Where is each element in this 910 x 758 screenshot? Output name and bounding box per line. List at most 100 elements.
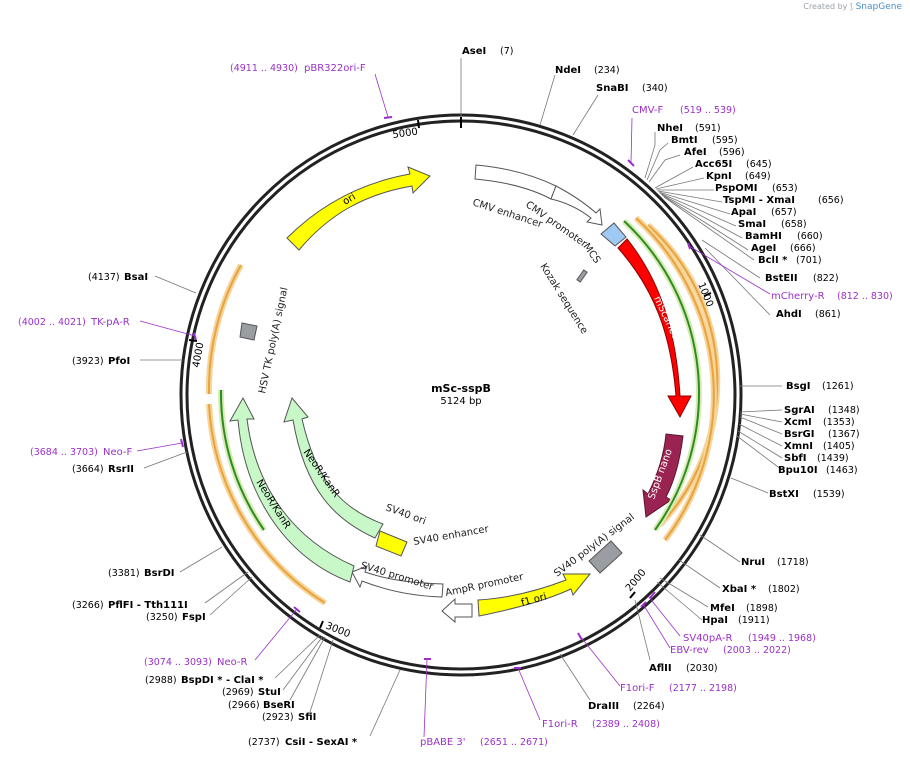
enzyme-bsaI: (4137) BsaI bbox=[88, 272, 148, 283]
sspb-feature bbox=[642, 433, 684, 518]
enzyme-bseRI: (2966)BseRI bbox=[228, 700, 295, 711]
svg-text:(3074 .. 3093): (3074 .. 3093) bbox=[144, 657, 212, 668]
svg-text:(1353): (1353) bbox=[823, 417, 855, 428]
enzyme-rsrII: (3664)RsrII bbox=[72, 464, 134, 475]
enzyme-ndeI: NdeI(234) bbox=[555, 65, 620, 76]
svg-text:BclI *: BclI * bbox=[758, 255, 788, 266]
enzyme-nheI: NheI(591) bbox=[657, 123, 721, 134]
f1-ori-feature bbox=[477, 573, 592, 617]
svg-text:(234): (234) bbox=[594, 65, 620, 76]
primer-sv40pa-r: SV40pA-R(1949 .. 1968) bbox=[683, 633, 816, 644]
svg-text:(812 .. 830): (812 .. 830) bbox=[837, 291, 893, 302]
snapgene-credit: Created by ⟆ SnapGene bbox=[803, 2, 902, 12]
svg-text:(2030): (2030) bbox=[686, 663, 718, 674]
ampr-promoter-feature bbox=[441, 597, 473, 624]
svg-text:AflII: AflII bbox=[649, 663, 672, 674]
scale-tick-5000: 5000 bbox=[392, 119, 420, 141]
svg-text:CMV-F: CMV-F bbox=[632, 105, 663, 116]
svg-text:pBR322ori-F: pBR322ori-F bbox=[304, 63, 366, 74]
svg-text:(822): (822) bbox=[813, 273, 839, 284]
svg-text:(2969): (2969) bbox=[222, 687, 254, 698]
ampr-promoter-label: AmpR promoter bbox=[444, 571, 525, 598]
svg-text:SnaBI: SnaBI bbox=[596, 83, 628, 94]
enzyme-bsrDI: (3381)BsrDI bbox=[108, 568, 175, 579]
enzyme-bstEII: BstEII(822) bbox=[765, 273, 839, 284]
svg-text:SbfI: SbfI bbox=[784, 453, 806, 464]
primer-f1ori-f: F1ori-F(2177 .. 2198) bbox=[620, 683, 737, 694]
svg-text:2000: 2000 bbox=[624, 567, 649, 594]
svg-text:XcmI: XcmI bbox=[784, 417, 812, 428]
enzyme-sgrAI: SgrAI(1348) bbox=[784, 405, 860, 416]
svg-text:BsaI: BsaI bbox=[124, 272, 148, 283]
svg-text:(3923): (3923) bbox=[72, 356, 104, 367]
svg-text:4000: 4000 bbox=[191, 342, 206, 369]
svg-text:(658): (658) bbox=[781, 219, 807, 230]
enzyme-stuI: (2969)StuI bbox=[222, 687, 281, 698]
enzyme-acc65I: Acc65I(645) bbox=[695, 159, 772, 170]
svg-text:(1405): (1405) bbox=[823, 441, 855, 452]
primer-labels: (4911 .. 4930) pBR322ori-F CMV-F(519 .. 5… bbox=[18, 63, 893, 748]
svg-text:PfoI: PfoI bbox=[108, 356, 130, 367]
kozak-feature bbox=[576, 269, 588, 283]
svg-text:RsrII: RsrII bbox=[108, 464, 134, 475]
svg-text:(1718): (1718) bbox=[777, 557, 809, 568]
primer-neo-r: (3074 .. 3093)Neo-R bbox=[144, 657, 248, 668]
svg-text:(3266): (3266) bbox=[72, 600, 104, 611]
svg-text:(4911 .. 4930): (4911 .. 4930) bbox=[230, 63, 298, 74]
svg-text:SfiI: SfiI bbox=[298, 712, 316, 723]
primer-pbr322ori-f: (4911 .. 4930) pBR322ori-F bbox=[230, 63, 366, 74]
mscarlet-feature bbox=[617, 238, 692, 419]
svg-text:BamHI: BamHI bbox=[745, 231, 782, 242]
svg-text:XmnI: XmnI bbox=[784, 441, 813, 452]
svg-text:FspI: FspI bbox=[182, 612, 206, 623]
mcs-label: MCS bbox=[581, 241, 603, 265]
svg-text:BsrDI: BsrDI bbox=[144, 568, 175, 579]
enzyme-ageI: AgeI(666) bbox=[751, 243, 816, 254]
enzyme-ahdI: AhdI(861) bbox=[776, 309, 841, 320]
plasmid-name: mSc-sspB bbox=[431, 382, 491, 395]
svg-text:BstXI: BstXI bbox=[769, 489, 799, 500]
neor-inner-feature bbox=[283, 396, 384, 539]
svg-text:ApaI: ApaI bbox=[731, 207, 756, 218]
enzyme-pfoI: (3923) PfoI bbox=[72, 356, 130, 367]
svg-text:PflFI - Tth111I: PflFI - Tth111I bbox=[108, 600, 188, 611]
svg-text:pBABE 3': pBABE 3' bbox=[420, 737, 466, 748]
svg-text:(701): (701) bbox=[796, 255, 822, 266]
enzyme-snabI: SnaBI(340) bbox=[596, 83, 668, 94]
svg-text:3000: 3000 bbox=[324, 621, 352, 641]
svg-text:EBV-rev: EBV-rev bbox=[670, 645, 709, 656]
enzyme-nruI: NruI(1718) bbox=[741, 557, 809, 568]
svg-text:(1367): (1367) bbox=[828, 429, 860, 440]
primer-pbabe-3: pBABE 3' (2651 .. 2671) bbox=[420, 737, 548, 748]
hsv-tk-label: HSV TK poly(A) signal bbox=[257, 286, 290, 394]
svg-text:(861): (861) bbox=[815, 309, 841, 320]
svg-text:(657): (657) bbox=[771, 207, 797, 218]
primer-cmv-f: CMV-F(519 .. 539) bbox=[632, 105, 736, 116]
enzyme-bclI: BclI * (701) bbox=[758, 255, 822, 266]
svg-text:(4137): (4137) bbox=[88, 272, 120, 283]
enzyme-pflFI-tth111I: (3266) PflFI - Tth111I bbox=[72, 600, 188, 611]
svg-text:(7): (7) bbox=[500, 46, 513, 57]
svg-text:(2988): (2988) bbox=[145, 675, 177, 686]
sv40-polya-label: SV40 poly(A) signal bbox=[552, 512, 637, 580]
primer-mcherry-r: mCherry-R(812 .. 830) bbox=[771, 291, 893, 302]
sv40-enhancer-label: SV40 enhancer bbox=[413, 524, 491, 548]
svg-text:(591): (591) bbox=[695, 123, 721, 134]
hsv-tk-feature bbox=[239, 322, 258, 341]
snapgene-logo-icon: ⟆ bbox=[849, 2, 854, 11]
svg-text:(1802): (1802) bbox=[768, 584, 800, 595]
svg-text:F1ori-R: F1ori-R bbox=[542, 719, 578, 730]
svg-text:BseRI: BseRI bbox=[263, 700, 295, 711]
svg-text:SmaI: SmaI bbox=[738, 219, 766, 230]
svg-text:(3684 .. 3703): (3684 .. 3703) bbox=[30, 447, 98, 458]
svg-text:(2003 .. 2022): (2003 .. 2022) bbox=[723, 645, 791, 656]
svg-text:(2651 .. 2671): (2651 .. 2671) bbox=[480, 737, 548, 748]
svg-text:Neo-F: Neo-F bbox=[103, 447, 133, 458]
enzyme-smaI: SmaI (658) bbox=[738, 219, 807, 230]
svg-text:AgeI: AgeI bbox=[751, 243, 776, 254]
ori-feature bbox=[286, 166, 431, 251]
svg-text:F1ori-F: F1ori-F bbox=[620, 683, 655, 694]
neor-outer-feature bbox=[229, 396, 355, 583]
enzyme-bsrGI: BsrGI(1367) bbox=[784, 429, 860, 440]
svg-text:XbaI *: XbaI * bbox=[722, 584, 757, 595]
